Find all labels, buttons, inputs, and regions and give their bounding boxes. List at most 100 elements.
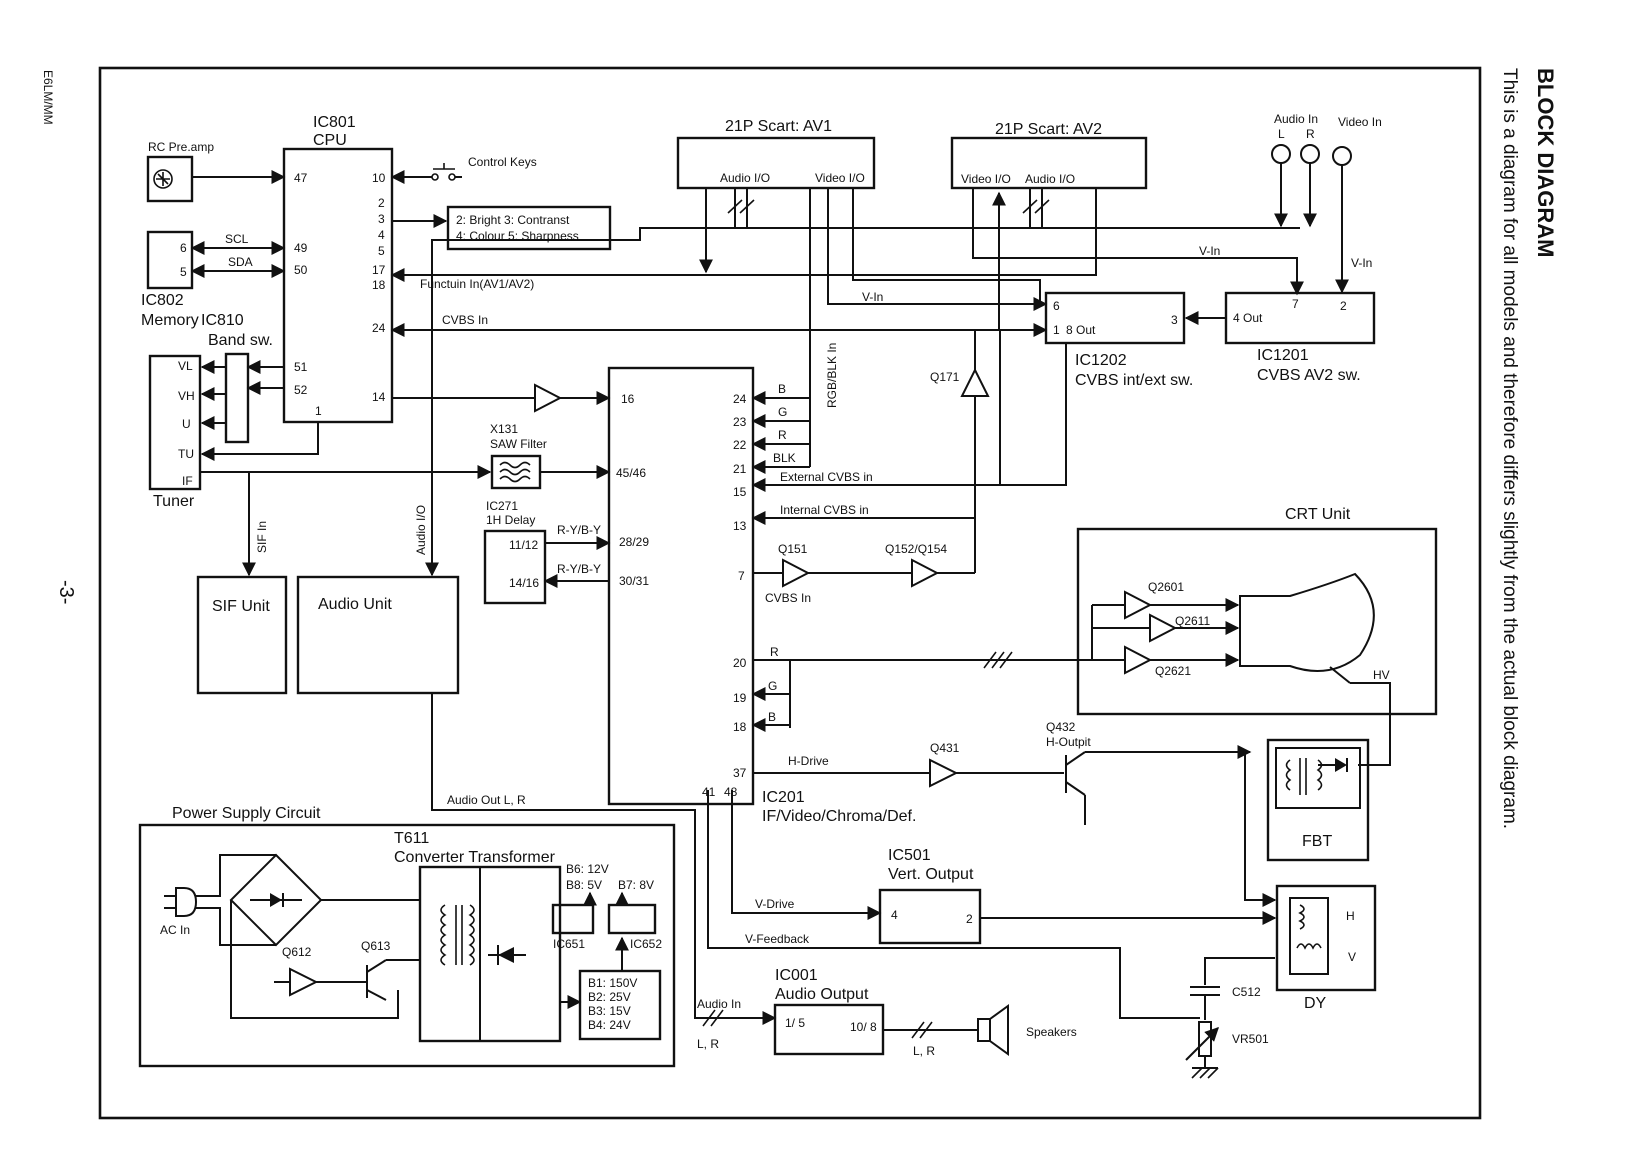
- b6-label: B6: 12V: [566, 862, 609, 876]
- b-out-label: B: [768, 710, 776, 724]
- sif-in-label: SIF In: [255, 521, 269, 553]
- page-subheading: This is a diagram for all models and the…: [1499, 68, 1520, 829]
- external-cvbs-label: External CVBS in: [780, 470, 873, 484]
- svg-text:51: 51: [294, 360, 308, 374]
- v-in-label-1: V-In: [862, 290, 883, 304]
- audio-io-vertical-label: Audio I/O: [414, 505, 428, 555]
- svg-text:37: 37: [733, 766, 747, 780]
- dy-coil-icon: [1296, 904, 1322, 950]
- fbt-block: [1266, 738, 1370, 862]
- memory-name: Memory: [141, 312, 199, 329]
- ry-by-label-2: R-Y/B-Y: [557, 562, 601, 576]
- ic1201-pin-4-out: 4 Out: [1233, 311, 1263, 325]
- ic1201-name: CVBS AV2 sw.: [1257, 367, 1361, 384]
- page-heading: BLOCK DIAGRAM: [1533, 68, 1558, 257]
- scart-av1-audio-io: Audio I/O: [720, 171, 770, 185]
- scl-label: SCL: [225, 232, 249, 246]
- svg-text:49: 49: [294, 241, 308, 255]
- audio-in-r-label: R: [1306, 127, 1315, 141]
- ic001-name: Audio Output: [775, 986, 869, 1003]
- audio-in-r-jack-icon: [1300, 144, 1320, 164]
- saw-filter-icon: [499, 461, 531, 483]
- ry-by-label-1: R-Y/B-Y: [557, 523, 601, 537]
- ic1201-pin-2: 2: [1340, 299, 1347, 313]
- svg-text:16: 16: [621, 392, 635, 406]
- ic651-block: [551, 903, 595, 935]
- scart-av2-audio-io: Audio I/O: [1025, 172, 1075, 186]
- saw-ref: X131: [490, 422, 518, 436]
- keys-note-box: [446, 205, 612, 251]
- control-keys-label: Control Keys: [468, 155, 537, 169]
- vr501-resistor-icon: [1185, 1021, 1219, 1079]
- b8-label: B8: 5V: [566, 878, 602, 892]
- band-sw-ref: IC810: [201, 312, 244, 329]
- ic201-right-pins: 24 23 22 21 15 13 7 20 19 18 37: [733, 392, 747, 780]
- ic652-label: IC652: [630, 937, 662, 951]
- svg-text:1: 1: [315, 404, 322, 418]
- scart-av2-block: [950, 136, 1148, 190]
- g-out-label: G: [768, 679, 777, 693]
- fbt-transformer-icon: [1285, 758, 1323, 795]
- svg-text:14: 14: [372, 390, 386, 404]
- crt-unit-label: CRT Unit: [1285, 506, 1351, 523]
- ir-receiver-icon: [153, 169, 173, 189]
- svg-text:24: 24: [372, 321, 386, 335]
- control-keys-switch-icon: [390, 163, 462, 184]
- power-supply-block: [138, 823, 676, 1068]
- dy-h-label: H: [1346, 909, 1355, 923]
- q612-amp-icon: [289, 967, 319, 997]
- q431-amp-icon: [929, 758, 959, 788]
- q432-transistor-icon: [1065, 745, 1252, 825]
- ic501-pin-2: 2: [966, 912, 973, 926]
- audio-in-l-label: L: [1278, 127, 1285, 141]
- cpu-pins: 47 49 50 51 52 1 10 2 3 4 5 17 18 24 14: [294, 171, 386, 418]
- ic201-block: [607, 366, 755, 806]
- q432-label: Q432: [1046, 720, 1076, 734]
- svg-text:20: 20: [733, 656, 747, 670]
- band-sw-name: Band sw.: [208, 332, 273, 349]
- ic1202-block: [1044, 291, 1186, 345]
- v-in-label-3: V-In: [1351, 256, 1372, 270]
- video-in-jack-label: Video In: [1338, 115, 1382, 129]
- t611-coil-icon: [440, 904, 475, 966]
- svg-text:4: 4: [378, 228, 385, 242]
- q2611-amp-icon: [1149, 613, 1178, 643]
- memory-block: [146, 230, 194, 290]
- q152-label: Q152/Q154: [885, 542, 947, 556]
- svg-text:17: 17: [372, 263, 386, 277]
- fbt-diode-icon: [1335, 758, 1347, 772]
- q613-label: Q613: [361, 939, 391, 953]
- ic651-label: IC651: [553, 937, 585, 951]
- sif-unit-label: SIF Unit: [212, 598, 270, 615]
- svg-text:13: 13: [733, 519, 747, 533]
- speaker-lr-label: L, R: [913, 1044, 935, 1058]
- t611-transformer-block: [418, 865, 562, 1043]
- svg-text:52: 52: [294, 383, 308, 397]
- svg-text:3: 3: [378, 212, 385, 226]
- q171-amp-icon: [960, 367, 990, 397]
- r-out-label: R: [770, 645, 779, 659]
- function-in-label: Functuin In(AV1/AV2): [420, 277, 534, 291]
- rc-preamp-label: RC Pre.amp: [148, 140, 214, 154]
- delay-ref: IC271: [486, 499, 518, 513]
- rgb-blk-label: RGB/BLK In: [825, 343, 839, 408]
- q151-label: Q151: [778, 542, 808, 556]
- dy-label: DY: [1304, 995, 1327, 1012]
- ic201-pin-48: 48: [724, 785, 738, 799]
- buffer-amp-icon: [534, 383, 563, 413]
- delay-pin-11-12: 11/12: [509, 538, 538, 552]
- hv-label: HV: [1373, 668, 1390, 682]
- ic001-pin-1-5: 1/ 5: [785, 1016, 805, 1030]
- svg-text:22: 22: [733, 438, 747, 452]
- svg-text:2: 2: [378, 196, 385, 210]
- scart-av1-label: 21P Scart: AV1: [725, 118, 832, 135]
- power-supply-label: Power Supply Circuit: [172, 805, 321, 822]
- ic501-name: Vert. Output: [888, 866, 974, 883]
- svg-text:5: 5: [378, 244, 385, 258]
- fbt-inner-box: [1275, 747, 1361, 809]
- b3-label: B3: 15V: [588, 1004, 631, 1018]
- tuner-block: [148, 354, 202, 491]
- q612-label: Q612: [282, 945, 312, 959]
- dy-block: [1275, 884, 1377, 992]
